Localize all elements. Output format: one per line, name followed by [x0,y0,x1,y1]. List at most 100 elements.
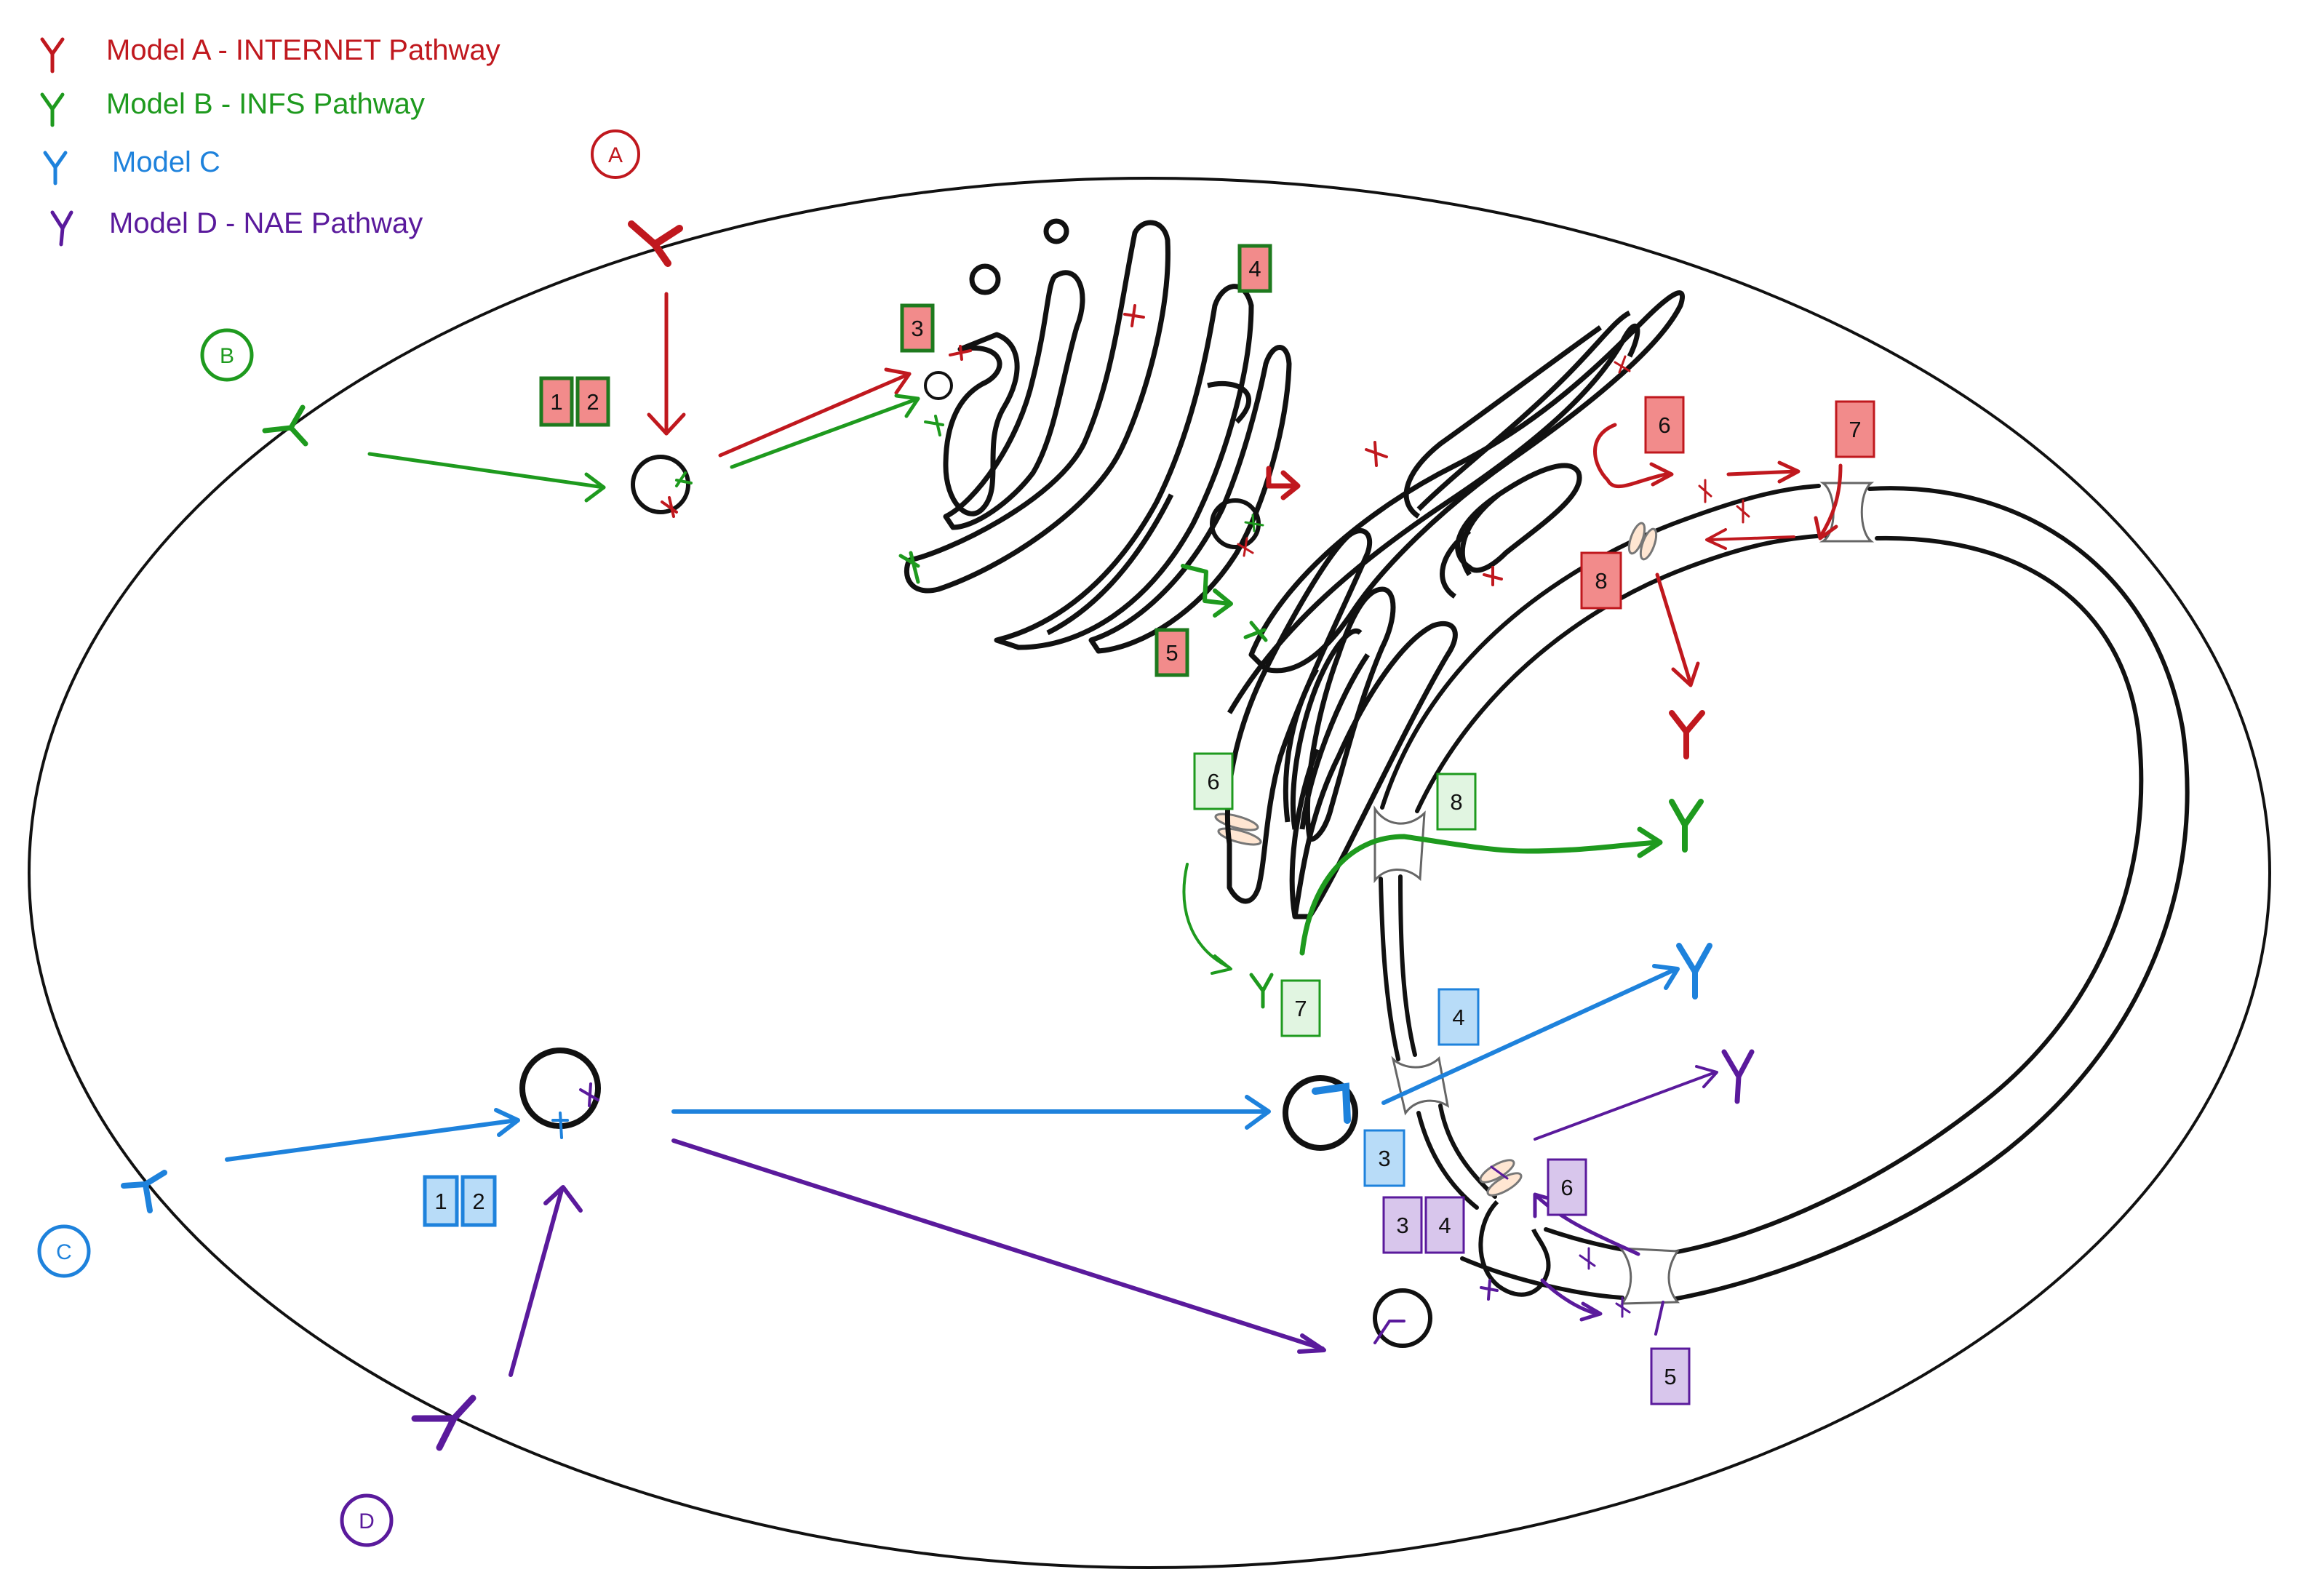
step-box-c-3: 3 [1363,1129,1405,1187]
legend-item-model-b: Model B - INFS Pathway [40,88,425,127]
step-box-a-1: 1 [539,376,574,427]
entry-label-c: C [37,1224,91,1278]
step-box-b-6: 6 [1193,752,1234,810]
pathway-b-arrows [367,394,1704,1009]
arrow-a-import [1818,463,1843,539]
legend-label-model-b: Model B - INFS Pathway [106,88,425,120]
step-box-a-4: 4 [1237,244,1272,293]
golgi-cisterna [943,270,1085,530]
svg-text:3: 3 [1396,1213,1408,1238]
receptor-y-icon [40,92,65,127]
legend-label-model-c: Model C [112,146,220,178]
arrow-d-export [1534,1071,1717,1141]
er-sheet [1224,528,1373,904]
vesicle-golgi [924,371,953,400]
svg-text:8: 8 [1595,568,1607,594]
svg-text:5: 5 [1664,1364,1676,1389]
entry-label-a: A [591,129,640,179]
arrow-c-export [1381,967,1678,1105]
receptor-b-cyto [1249,973,1274,1009]
arrow-d-entry [509,1188,564,1377]
receptor-y-icon [50,210,73,247]
step-box-d-3: 3 [1382,1196,1423,1254]
step-box-a-6: 6 [1644,396,1685,454]
arrow-a-golgi-to-er [1266,466,1298,489]
golgi-cisterna [1207,380,1251,424]
vesicle-a-b [631,455,690,514]
legend-label-model-d: Model D - NAE Pathway [109,207,423,239]
er-sheet [1283,668,1320,823]
nucleus [1379,484,2190,1301]
arrow-d-to-nucleus [671,1138,1325,1351]
step-box-a-2: 2 [575,376,610,427]
steps-model-c: 1 2 3 4 [423,988,1480,1227]
arrow-b-down [1182,863,1231,969]
er-sheet [1227,323,1640,714]
arrow-b-export [1299,834,1662,956]
legend: Model A - INTERNET Pathway Model B - INF… [40,34,501,247]
arrow-a-exit [1655,572,1693,686]
vesicles [519,371,1432,1348]
step-box-a-8: 8 [1580,551,1622,610]
arrow-a-to-golgi [718,372,912,458]
svg-text:2: 2 [472,1189,484,1214]
svg-text:3: 3 [1378,1146,1390,1171]
step-box-b-8: 8 [1436,773,1477,831]
vesicle-d-end [1373,1288,1432,1348]
er-sheet [1416,310,1631,511]
svg-text:6: 6 [1207,769,1219,794]
svg-text:B: B [220,344,234,368]
er-sheet [1289,748,1320,917]
legend-item-model-a: Model A - INTERNET Pathway [40,34,501,73]
arrow-a-envelope-right [1726,469,1799,476]
step-box-c-1: 1 [423,1175,459,1227]
svg-text:3: 3 [911,316,923,341]
receptor-d-entry [411,1394,476,1451]
svg-text:A: A [608,143,623,167]
er-sheet [1292,621,1458,919]
golgi-cisterna [1046,493,1174,636]
golgi-vesicle [1043,218,1069,244]
step-box-d-4: 4 [1424,1196,1465,1254]
golgi-cisterna [1088,345,1292,654]
receptor-c-entry [121,1170,167,1213]
svg-text:7: 7 [1849,417,1861,442]
golgi-cisterna [904,220,1171,594]
arrow-b-entry [367,452,606,490]
entry-label-b: B [200,328,254,382]
step-box-c-4: 4 [1437,988,1480,1046]
arrow-a-to-nucleus [1593,423,1668,489]
endoplasmic-reticulum [1224,290,1686,919]
step-box-a-3: 3 [900,303,935,353]
receptors [121,220,1750,1451]
legend-label-model-a: Model A - INTERNET Pathway [106,34,501,66]
legend-item-model-d: Model D - NAE Pathway [50,207,423,247]
svg-text:4: 4 [1452,1005,1464,1030]
svg-text:4: 4 [1438,1213,1451,1238]
er-sheet [1455,463,1582,573]
svg-text:6: 6 [1560,1175,1573,1200]
arrow-b-to-golgi [730,396,920,469]
arrow-a-envelope-left [1708,535,1795,541]
nuclear-pore [1373,805,1426,884]
svg-text:1: 1 [550,389,562,415]
golgi-vesicle [969,263,1001,295]
step-box-d-5: 5 [1650,1347,1691,1405]
arrow-d-envelope-out [1534,1194,1640,1256]
step-box-a-7: 7 [1835,400,1875,458]
er-sheet [1248,290,1686,674]
receptor-a-entry [628,220,683,267]
svg-text:2: 2 [586,389,599,415]
steps-model-d: 3 4 5 6 [1382,1158,1691,1405]
arrow-b-golgi-to-er [1181,564,1232,606]
er-sheet [1304,586,1396,842]
pathway-c-arrows [225,943,1712,1162]
pathway-a-arrows [647,292,1843,759]
receptor-d-exit [1721,1049,1755,1104]
svg-text:7: 7 [1294,996,1307,1021]
steps-model-a: 1 2 3 4 5 6 7 8 [539,244,1875,677]
er-sheet [1403,325,1603,519]
receptor-a-exit [1669,710,1705,759]
svg-text:8: 8 [1450,789,1462,815]
